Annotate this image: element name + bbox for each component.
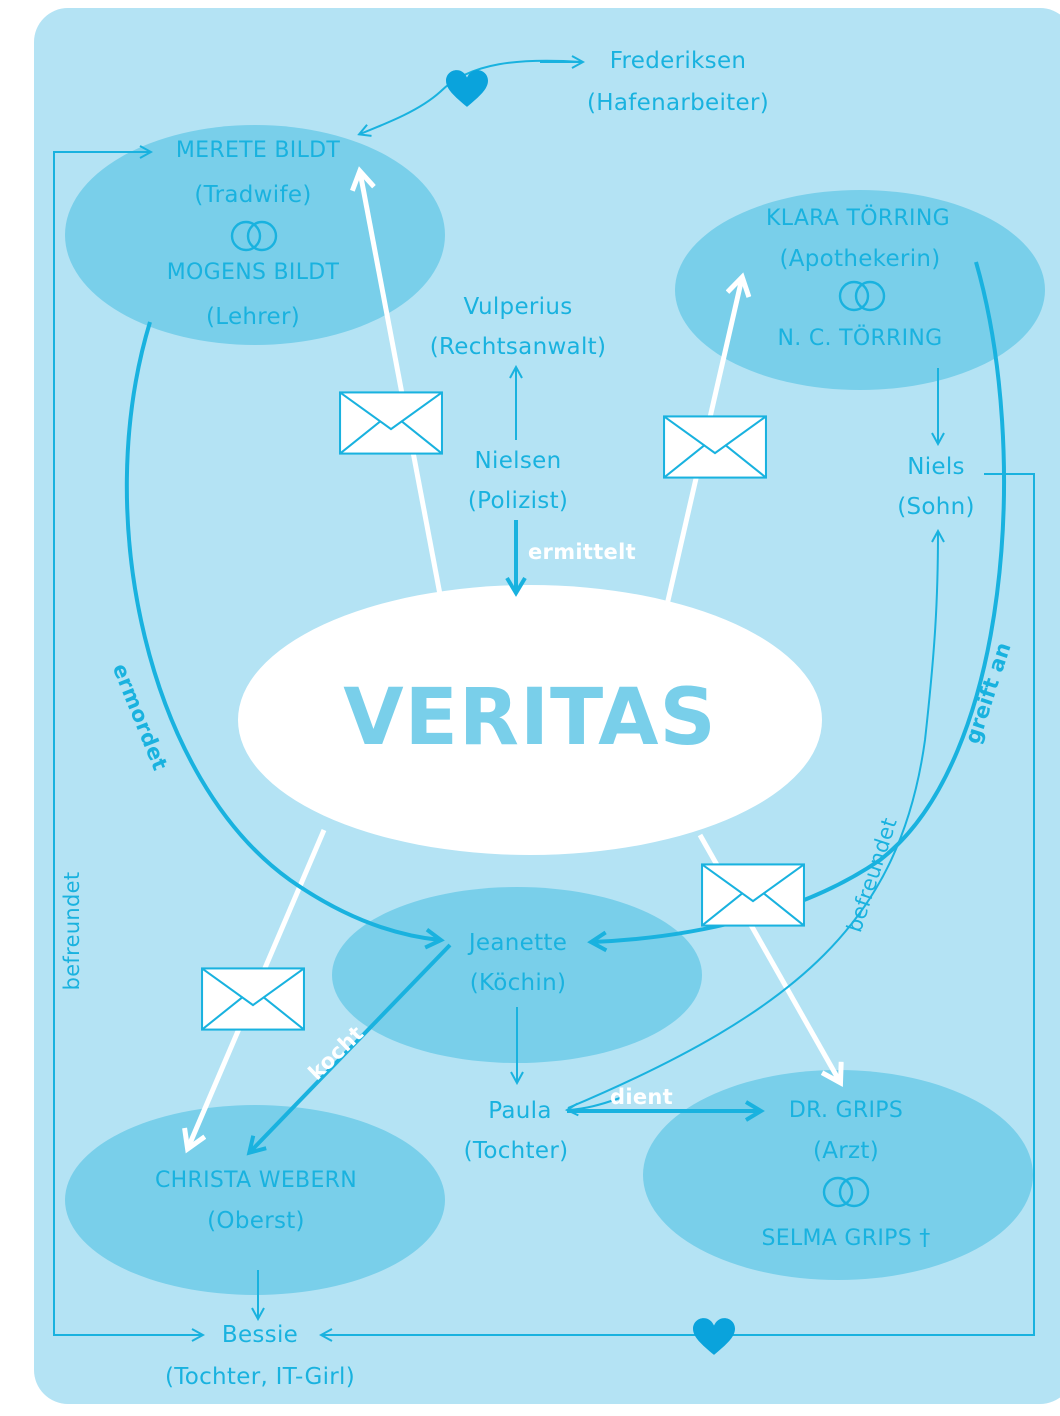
node-paula-role: (Tochter) [463, 1138, 569, 1164]
bubble-grips [643, 1070, 1033, 1280]
envelope-icon [701, 863, 805, 927]
node-niels: Niels [907, 454, 965, 480]
node-klara-role: (Apothekerin) [779, 246, 941, 272]
node-vulperius-role: (Rechtsanwalt) [429, 334, 607, 360]
arrow-ermordet [124, 321, 445, 950]
edge-label-ermittelt: ermittelt [528, 540, 636, 564]
node-niels-role: (Sohn) [897, 494, 975, 520]
node-nc-toerring: N. C. TÖRRING [777, 326, 943, 351]
node-paula: Paula [488, 1098, 552, 1124]
line-befreundet-merete [53, 152, 200, 1336]
bubble-toerring [675, 190, 1045, 390]
line-niels-bessie [322, 473, 1035, 1335]
node-nielsen-role: (Polizist) [467, 488, 569, 514]
arrow-veritas-bildt [360, 172, 445, 606]
edge-label-dient: dient [610, 1085, 673, 1109]
edge-label-befreundet-left: befreundet [60, 871, 84, 991]
bubble-christa [65, 1105, 445, 1295]
node-christa-role: (Oberst) [207, 1208, 305, 1234]
envelope-icon [663, 415, 767, 479]
node-selma-grips: SELMA GRIPS † [761, 1226, 931, 1251]
arrow-kocht [246, 943, 452, 1156]
envelope-icon [201, 967, 305, 1031]
node-frederiksen: Frederiksen [609, 48, 747, 74]
envelope-icon [339, 391, 443, 455]
node-grips-role: (Arzt) [812, 1138, 880, 1164]
node-klara-toerring: KLARA TÖRRING [766, 206, 950, 231]
line-befreundet-niels [567, 532, 938, 1109]
line-frederiksen-merete [360, 59, 583, 134]
node-frederiksen-role: (Hafenarbeiter) [587, 90, 769, 116]
node-bessie: Bessie [221, 1322, 299, 1348]
bubble-bildt [65, 125, 445, 345]
node-vulperius: Vulperius [463, 294, 573, 320]
node-merete-bildt: MERETE BILDT [175, 138, 341, 163]
node-bessie-role: (Tochter, IT-Girl) [165, 1364, 355, 1390]
node-mogens-bildt: MOGENS BILDT [166, 260, 340, 285]
node-nielsen: Nielsen [474, 448, 562, 474]
node-jeanette: Jeanette [468, 930, 568, 956]
node-christa-webern: CHRISTA WEBERN [154, 1168, 358, 1193]
diagram-title: VERITAS [343, 673, 717, 763]
node-dr-grips: DR. GRIPS [788, 1098, 904, 1123]
node-jeanette-role: (Köchin) [469, 970, 567, 996]
veritas-ellipse [238, 585, 822, 855]
arrow-greift-an [587, 261, 1006, 953]
node-mogens-role: (Lehrer) [205, 304, 301, 330]
node-merete-role: (Tradwife) [194, 182, 312, 208]
